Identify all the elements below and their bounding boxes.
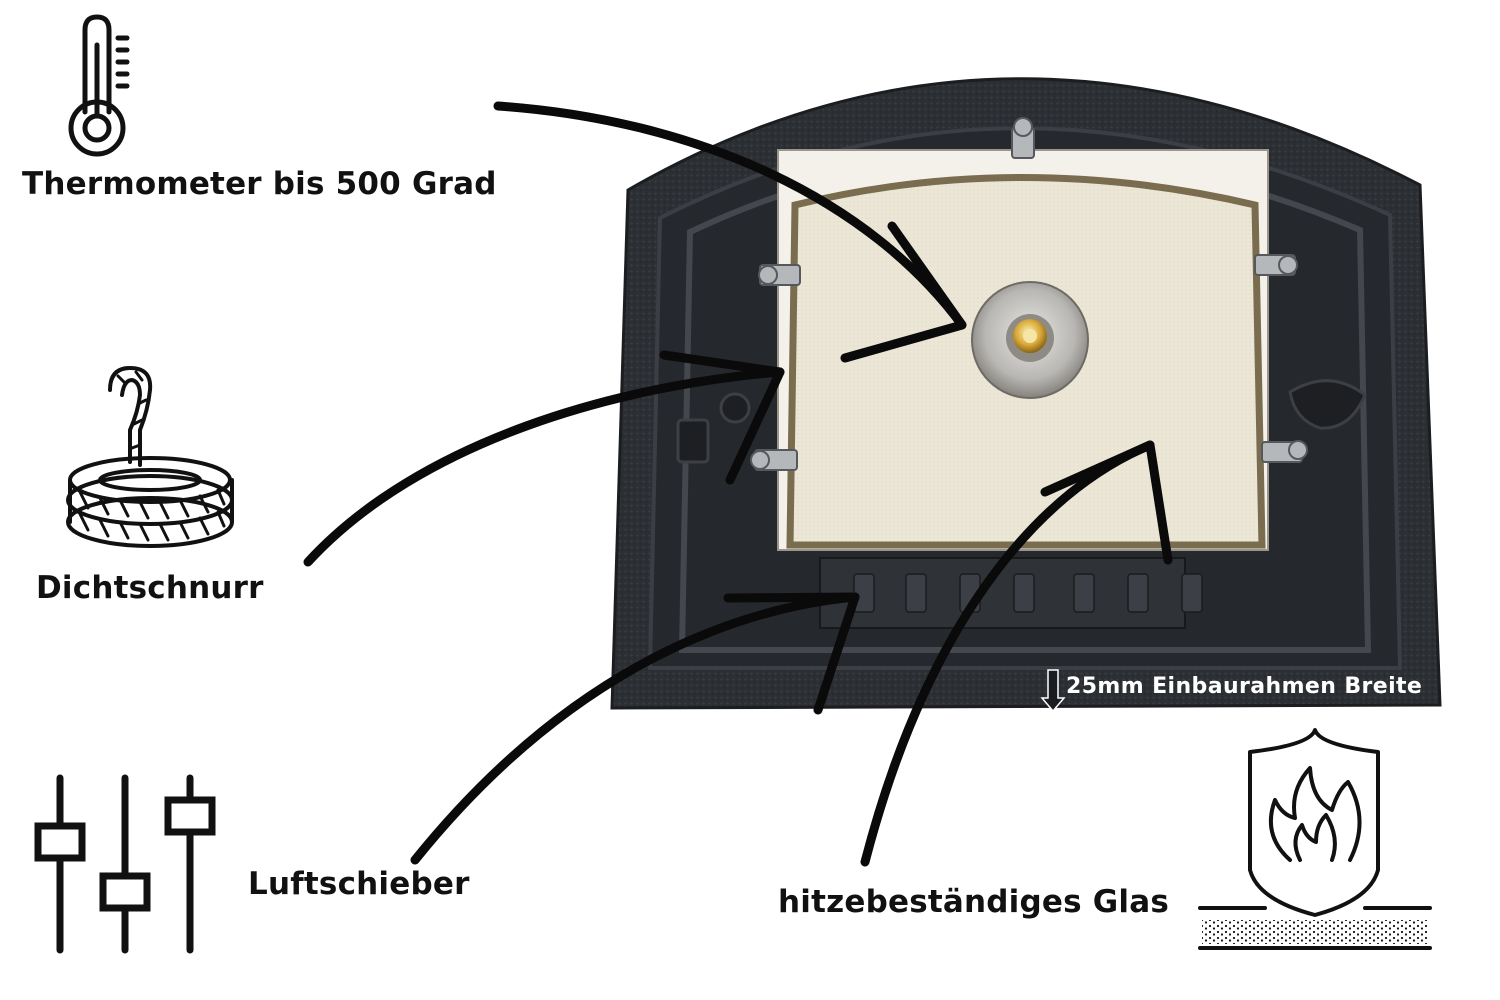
seal-arrowhead [659,350,785,485]
fire-shield-icon [1198,728,1432,950]
slider-controls-icon [34,774,216,954]
frame-down-arrow-icon [1040,669,1066,713]
glass-clamps [750,117,1308,471]
rope-coil-icon [66,365,234,548]
label-thermometer: Thermometer bis 500 Grad [22,166,497,202]
slider-arrowhead [723,592,860,715]
door-knob [719,392,751,424]
label-seal-cord: Dichtschnurr [36,570,264,606]
door-hinge [676,418,710,464]
glass-arrowhead [1040,440,1173,565]
thermometer-arrowhead [840,221,967,363]
air-slider [819,557,1203,629]
thermometer-dial [971,281,1089,399]
oven-door [610,77,1442,710]
slider-arrow [410,592,860,865]
door-latch [1288,379,1367,430]
label-air-slider: Luftschieber [248,866,470,902]
label-frame-width: 25mm Einbaurahmen Breite [1066,674,1423,699]
label-heat-resistant-glass: hitzebeständiges Glas [778,884,1169,920]
thermometer-arrow [493,101,967,330]
annotation-arrows [303,101,1173,867]
thermometer-icon [68,14,130,157]
seal-arrow [303,367,785,567]
floor-pattern [1202,920,1428,944]
glass-arrow [860,440,1155,867]
